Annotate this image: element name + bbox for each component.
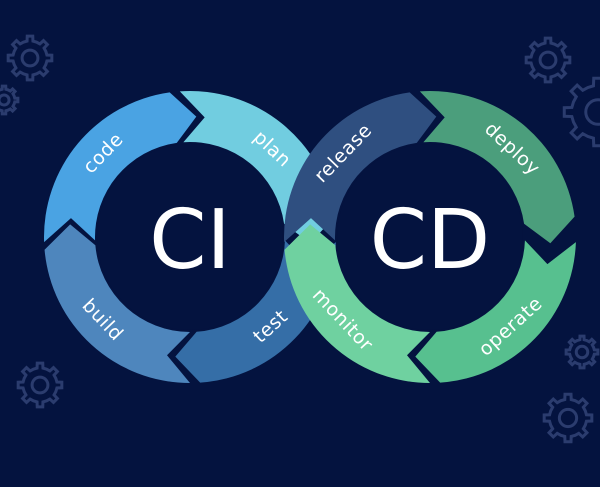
ci-center-hole — [97, 144, 283, 330]
cd-segment-operate — [415, 240, 576, 383]
cd-center-label: CD — [370, 193, 490, 288]
gear-icon — [16, 361, 64, 409]
gear-icon — [562, 76, 600, 148]
background-gears — [0, 34, 600, 444]
gear-icon — [542, 392, 594, 444]
gear-icon — [6, 34, 54, 82]
gear-icon — [0, 84, 20, 116]
ci-segment-code — [44, 92, 197, 243]
cd-ring — [284, 91, 576, 383]
cd-segment-monitor — [284, 224, 430, 383]
ci-segment-build — [44, 224, 191, 383]
gear-icon — [524, 36, 572, 84]
cd-center-hole — [337, 144, 523, 330]
cd-segment-release — [284, 92, 437, 243]
ci-center-label: CI — [149, 193, 230, 288]
gear-icon — [564, 334, 600, 370]
cd-segment-deploy — [419, 91, 575, 244]
